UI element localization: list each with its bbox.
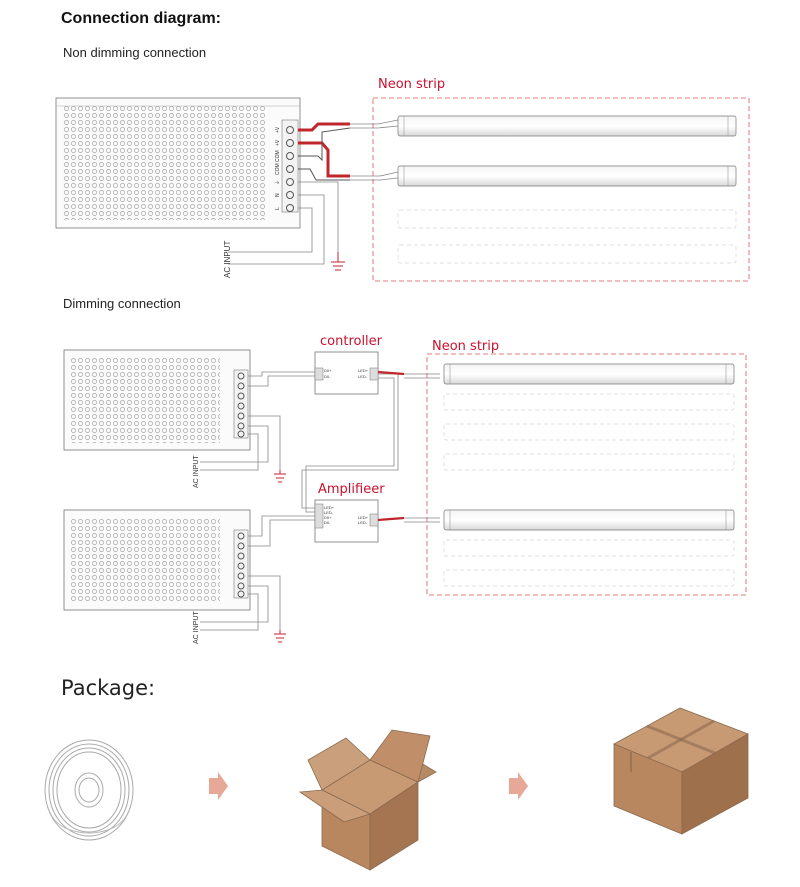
neon-strip-area-2 [426,353,747,596]
controller-port: LED+ [358,368,369,373]
neon-tube-placeholder [443,393,735,587]
controller-port: D0+ [324,368,332,373]
controller-label: controller [320,334,383,349]
amplifier-port: D0- [324,520,331,525]
amplifier-port: LED- [358,520,368,525]
wires-dimming [200,371,440,631]
power-supply-2 [63,349,251,451]
diagram-title: Connection diagram: [61,10,222,27]
controller-box: D0+ D0- LED+ LED- [314,351,379,395]
package-title: Package: [61,676,156,700]
arrow-right-icon [209,772,228,800]
neon-tube [443,363,735,385]
neon-strip-area-1 [372,97,750,282]
terminal-label: L [275,207,281,210]
wires-non-dimming [228,119,399,265]
neon-strip-label-dimming: Neon strip [432,339,500,354]
ground-icon [331,252,345,271]
ac-input-label: AC INPUT [223,241,232,278]
amplifier-port: LED+ [324,505,335,510]
amplifier-port: LED+ [358,515,369,520]
neon-tube-placeholder [397,209,737,264]
terminal-label: N [275,193,281,197]
arrow-right-icon [509,772,528,800]
amplifier-port: LED- [324,510,334,515]
terminal-label: ⏚ [274,180,281,185]
ac-input-label: AC INPUT [193,455,200,488]
terminal-label: COM [275,150,281,162]
wires-dimming-red [377,370,405,522]
controller-port: LED- [358,374,368,379]
neon-tube [397,115,737,137]
amplifier-box: LED+ LED- D0+ D0- LED+ LED- [314,499,379,543]
power-supply-3 [63,509,251,611]
amplifier-label: Amplifieer [318,482,385,497]
ground-icon [274,630,286,643]
dimming-heading: Dimming connection [63,296,181,311]
open-box [298,729,437,871]
coiled-neon-strip [44,739,134,841]
ground-icon [274,470,286,483]
terminal-block-1 [286,126,294,212]
ac-input-label: AC INPUT [193,611,200,644]
closed-box [613,707,749,835]
controller-port: D0- [324,374,331,379]
non-dimming-heading: Non dimming connection [63,45,207,60]
amplifier-port: D0+ [324,515,332,520]
terminal-label: +V [275,126,281,133]
neon-tube [443,509,735,531]
terminal-label: +V [275,139,281,146]
terminal-label: COM [275,163,281,175]
neon-tube [397,165,737,187]
power-supply-1: +V +V COM COM ⏚ N L [55,97,301,229]
neon-strip-label-top: Neon strip [378,77,446,92]
